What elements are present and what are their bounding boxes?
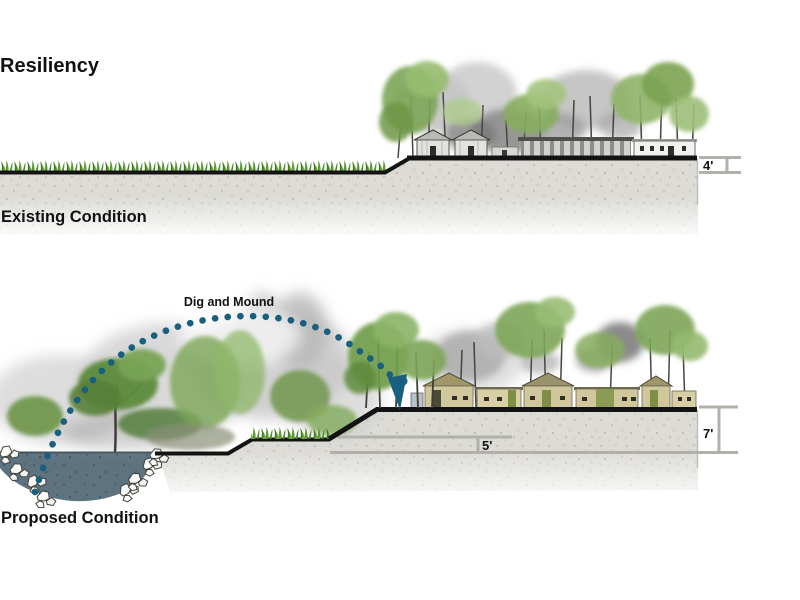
existing-houses [413,129,697,159]
house [638,375,674,409]
dimension-5ft-label: 5' [482,438,492,453]
existing-soil-fade [0,196,800,240]
proposed-height-dimension: 7' [699,405,738,453]
house [413,129,453,159]
proposed-houses [410,372,697,409]
dimension-4ft-label: 4' [703,158,713,173]
arrow-head-dot [398,376,408,386]
canopy-structure [518,137,634,158]
dimension-7ft-label: 7' [703,426,713,441]
existing-elevation-dimension: 4' [699,156,741,174]
house [574,387,640,409]
existing-condition-label: Existing Condition [1,208,147,226]
proposed-condition-section: 5' 7' [0,292,800,527]
platform-front-trees [344,312,446,409]
house [475,387,523,409]
proposed-platform-line [327,407,697,442]
page-title: Resiliency [0,55,100,77]
house [451,129,491,159]
proposed-condition-label: Proposed Condition [1,509,159,527]
house [671,390,697,409]
proposed-grade-line [155,437,330,456]
house [521,372,575,409]
house [422,372,476,409]
proposed-green-trees [495,297,708,368]
terrace-grass [251,427,331,439]
existing-condition-section: 4' Existing Condition [0,61,800,240]
house [632,139,697,159]
existing-ground-line [0,156,411,175]
grade-reference-lines: 5' [330,435,738,454]
existing-green-trees [379,61,709,142]
dig-and-mound-arc [31,312,408,496]
dig-and-mound-label: Dig and Mound [184,295,274,309]
existing-grass-field [0,160,386,173]
retention-pond [0,451,158,502]
